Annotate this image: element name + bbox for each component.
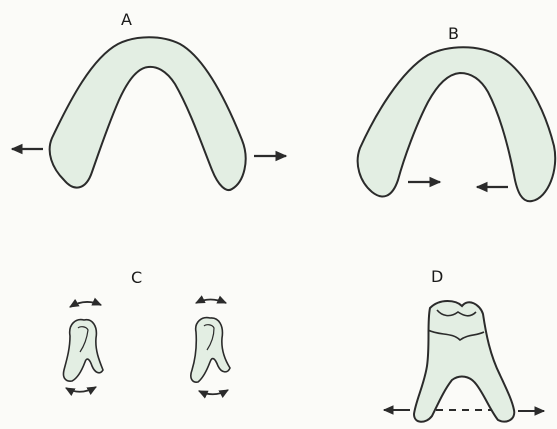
panel-c-tooth-right [191,318,230,383]
panel-d-label: D [431,269,443,285]
panel-c-tooth-left-group [63,302,103,392]
panel-d-molar-group [384,301,544,422]
panel-a-arch-group [12,37,286,190]
panel-a-arch [50,37,246,190]
panel-c-tooth-left [63,320,103,382]
panel-c-right-top-curved-arrow [196,300,226,304]
panel-c-left-bottom-curved-arrow [66,387,96,392]
panel-c-left-top-curved-arrow [70,302,101,307]
panel-a-label: A [121,12,132,28]
panel-c-label: C [131,270,142,286]
panel-c-right-bottom-curved-arrow [199,390,228,394]
panel-d-molar [414,301,514,422]
panel-c-tooth-right-group [191,300,230,395]
panel-b-label: B [448,26,459,42]
panel-b-arch-group [358,47,556,201]
panel-b-arch [358,47,556,201]
